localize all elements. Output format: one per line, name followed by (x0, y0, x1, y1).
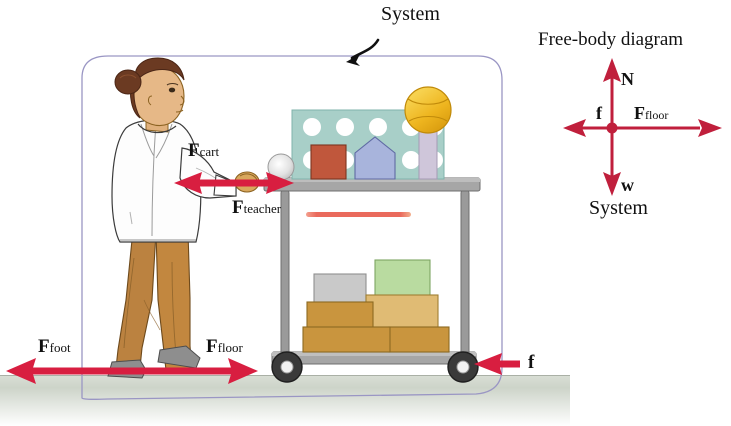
cart-wheel-front (271, 351, 303, 383)
force-arrow-f-cart (174, 172, 248, 194)
force-arrow-f-teacher (246, 172, 294, 194)
cart-boxes (302, 259, 450, 353)
cart-wheel-rear (447, 351, 479, 383)
force-label-f-teacher: Fteacher (232, 198, 281, 217)
fbd-caption-system: System (589, 197, 648, 219)
fbd-title: Free-body diagram (538, 29, 684, 50)
system-top-label: System (381, 3, 440, 25)
force-label-f-cart-base: F (188, 140, 200, 161)
force-arrow-f-foot (6, 358, 124, 384)
force-label-f-foot: Ffoot (38, 337, 71, 356)
fbd-label-f-floor-sub: floor (645, 108, 669, 122)
system-boundary (81, 55, 503, 400)
force-arrow-friction-scene (474, 353, 520, 375)
ground-surface (0, 375, 570, 426)
force-label-f-floor-scene-sub: floor (217, 340, 243, 355)
coral-marker-line (306, 212, 411, 217)
red-block (310, 144, 347, 180)
fbd-label-f-floor: Ffloor (634, 104, 668, 122)
system-callout-arrow (346, 38, 380, 66)
force-arrow-f-floor-scene (124, 358, 258, 384)
fbd-label-friction: f (596, 103, 602, 123)
yellow-ball (404, 86, 452, 134)
force-label-f-foot-base: F (38, 336, 50, 357)
force-label-f-teacher-base: F (232, 197, 244, 218)
force-label-f-teacher-sub: teacher (243, 201, 282, 216)
force-label-f-cart: Fcart (188, 141, 219, 160)
force-label-f-foot-sub: foot (49, 340, 71, 355)
cart (263, 86, 481, 383)
force-label-friction-scene: f (528, 352, 535, 373)
fbd-label-weight: w (621, 175, 634, 195)
force-label-f-cart-sub: cart (199, 144, 220, 159)
house-block (354, 136, 396, 180)
free-body-diagram (563, 58, 722, 196)
teacher-figure (107, 57, 260, 379)
force-label-f-floor-scene: Ffloor (206, 337, 243, 356)
fbd-label-f-floor-base: F (634, 103, 645, 123)
fbd-label-normal: N (621, 69, 634, 89)
force-label-f-floor-scene-base: F (206, 336, 218, 357)
